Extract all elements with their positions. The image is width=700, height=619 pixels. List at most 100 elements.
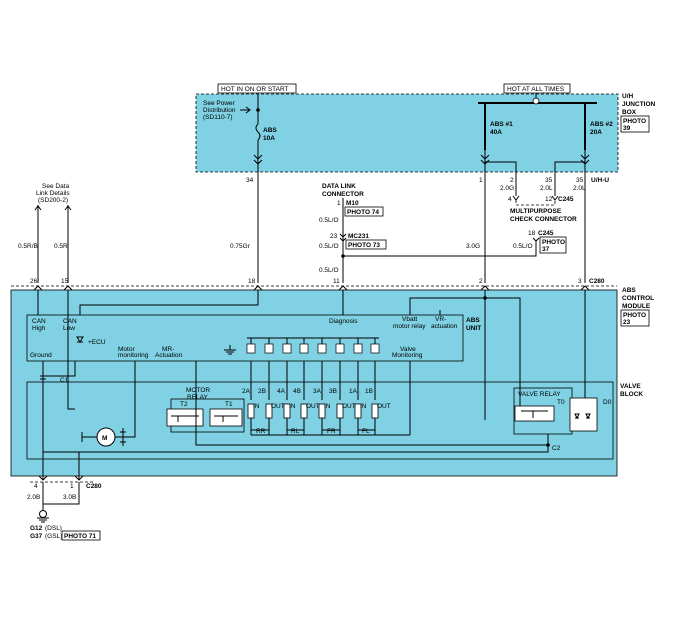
check-photo-num: 37	[542, 246, 550, 253]
module-title-2: CONTROL	[622, 295, 654, 302]
ground-photo-71-box	[61, 530, 101, 541]
wire-30g: 3.0G	[466, 243, 480, 250]
motor-capacitor	[120, 428, 126, 446]
bottom-connector-marks	[38, 475, 84, 481]
valve-relay-title: VALVE RELAY	[518, 391, 561, 398]
ground-symbol-icon	[37, 517, 49, 523]
ground-g12: G12	[30, 525, 43, 532]
see-power-label-1: See Power	[203, 100, 236, 107]
ground-eyelet-icon	[39, 510, 47, 518]
abs-fuse-connector-mark	[253, 154, 263, 165]
dlc-photo-73: PHOTO 73	[348, 242, 380, 249]
valve-io-2: IN	[289, 403, 296, 410]
motor-relay-t1: T1	[225, 401, 233, 408]
check-photo-label: PHOTO	[542, 239, 565, 246]
wheel-group-2: FR	[327, 428, 336, 435]
abs1-to-check-wire	[485, 161, 517, 196]
abs-fuse-junction	[256, 108, 260, 112]
c1-bridge	[42, 361, 76, 377]
junction-box-photo-box	[620, 115, 650, 133]
unit-power-wires	[409, 290, 586, 420]
junction-box-photo-num: 39	[623, 125, 631, 132]
valve-io-4: IN	[324, 403, 331, 410]
dlc-mc231-mark	[339, 233, 347, 242]
check-c245-a: C245	[558, 196, 574, 203]
abs1-fuse-rating: 40A	[490, 129, 502, 136]
ecu-diode-icon	[76, 336, 84, 343]
wire-05r: 0.5R	[54, 243, 68, 250]
wheel-group-1: RL	[291, 428, 300, 435]
dlc-mc231: MC231	[348, 233, 369, 240]
abs-unit-box	[26, 314, 464, 362]
valve-code-7: 1B	[365, 388, 373, 395]
dlc-wire-1: 0.5L/O	[319, 217, 339, 224]
dlc-title-2: CONNECTOR	[322, 191, 364, 198]
dlc-pin-23: 23	[330, 233, 338, 240]
valve-monitoring-1: Valve	[400, 346, 416, 353]
valve-return-bus	[195, 361, 549, 446]
see-data-link-2: Link Details	[36, 190, 70, 197]
check-title-1: MULTIPURPOSE	[510, 208, 562, 215]
check-connector-body	[515, 200, 556, 206]
valve-code-3: 4B	[293, 388, 301, 395]
jb-pin-35: 35	[576, 177, 584, 184]
can-high-1: CAN	[32, 318, 46, 325]
see-power-arrow-head	[245, 106, 251, 114]
motor-relay-t2: T2	[180, 401, 188, 408]
valve-relay-contact	[521, 410, 548, 418]
valve-relay-coil	[514, 405, 555, 422]
vbatt-2: motor relay	[393, 323, 426, 330]
can-low-2: Low	[63, 325, 75, 332]
junction-box-photo-label: PHOTO	[623, 118, 646, 125]
valve-io-5: OUT	[342, 403, 356, 410]
bottom-wire-20b: 2.0B	[27, 494, 40, 501]
c280-pin-marks	[33, 285, 590, 291]
valve-block-title-1: VALVE	[620, 383, 641, 390]
ground-g37-suffix: (GSL)	[45, 533, 62, 540]
jb-pin-1: 1	[479, 177, 483, 184]
vbatt-1: Vbatt	[402, 316, 417, 323]
valve-io-0: IN	[253, 403, 260, 410]
valve-code-0: 2A	[242, 388, 251, 395]
valve-code-6: 1A	[349, 388, 358, 395]
motor-label: M	[102, 435, 107, 442]
junction-box-title-1: U/H	[622, 93, 634, 100]
mr-actuation-2: Actuation	[155, 352, 182, 359]
d0-label: D0	[603, 399, 612, 406]
wheel-group-brackets	[250, 426, 376, 431]
ground-photo-71: PHOTO 71	[64, 533, 96, 540]
c280-pin-26: 26	[30, 278, 38, 285]
driver-transistor-array	[246, 337, 380, 354]
jb-connector-uhu: U/H-U	[591, 177, 609, 184]
mr-actuation-1: MR-	[162, 346, 174, 353]
see-data-link-stubs	[37, 205, 69, 215]
motor-monitoring-2: monitoring	[118, 352, 149, 359]
diagnosis-label: Diagnosis	[329, 318, 358, 325]
ground-g12-suffix: (DSL)	[45, 525, 62, 532]
junction-box-outline	[195, 93, 619, 173]
abs-fuse-name: ABS	[263, 127, 277, 134]
abs1-fuse-name: ABS #1	[490, 121, 513, 128]
check-wire-05lo: 0.5L/O	[513, 243, 533, 250]
abs2-fuse-name: ABS #2	[590, 121, 613, 128]
module-title-3: MODULE	[622, 303, 651, 310]
module-title-1: ABS	[622, 287, 636, 294]
motor-relay-1: MOTOR	[186, 387, 210, 394]
dlc-junction	[341, 254, 345, 258]
dlc-m10: M10	[346, 200, 359, 207]
check-c245-b: C245	[538, 230, 554, 237]
check-pin-12: 12	[545, 196, 553, 203]
valve-block-title-2: BLOCK	[620, 391, 643, 398]
jb-bus-node	[532, 97, 540, 105]
ground-wires-merge	[42, 482, 80, 512]
motor-monitoring-1: Motor	[118, 346, 135, 353]
see-power-label-3: (SD110-7)	[203, 114, 233, 121]
can-high-2: High	[32, 325, 46, 332]
vr-actuation-1: VR-	[435, 316, 446, 323]
c1-label: C1	[60, 377, 69, 384]
junction-box-title-2: JUNCTION	[622, 101, 656, 108]
ecu-label: +ECU	[88, 339, 106, 346]
check-wire-20g: 2.0G	[500, 185, 514, 192]
see-power-label-2: Distribution	[203, 107, 236, 114]
d0-diode-icon	[574, 413, 591, 420]
